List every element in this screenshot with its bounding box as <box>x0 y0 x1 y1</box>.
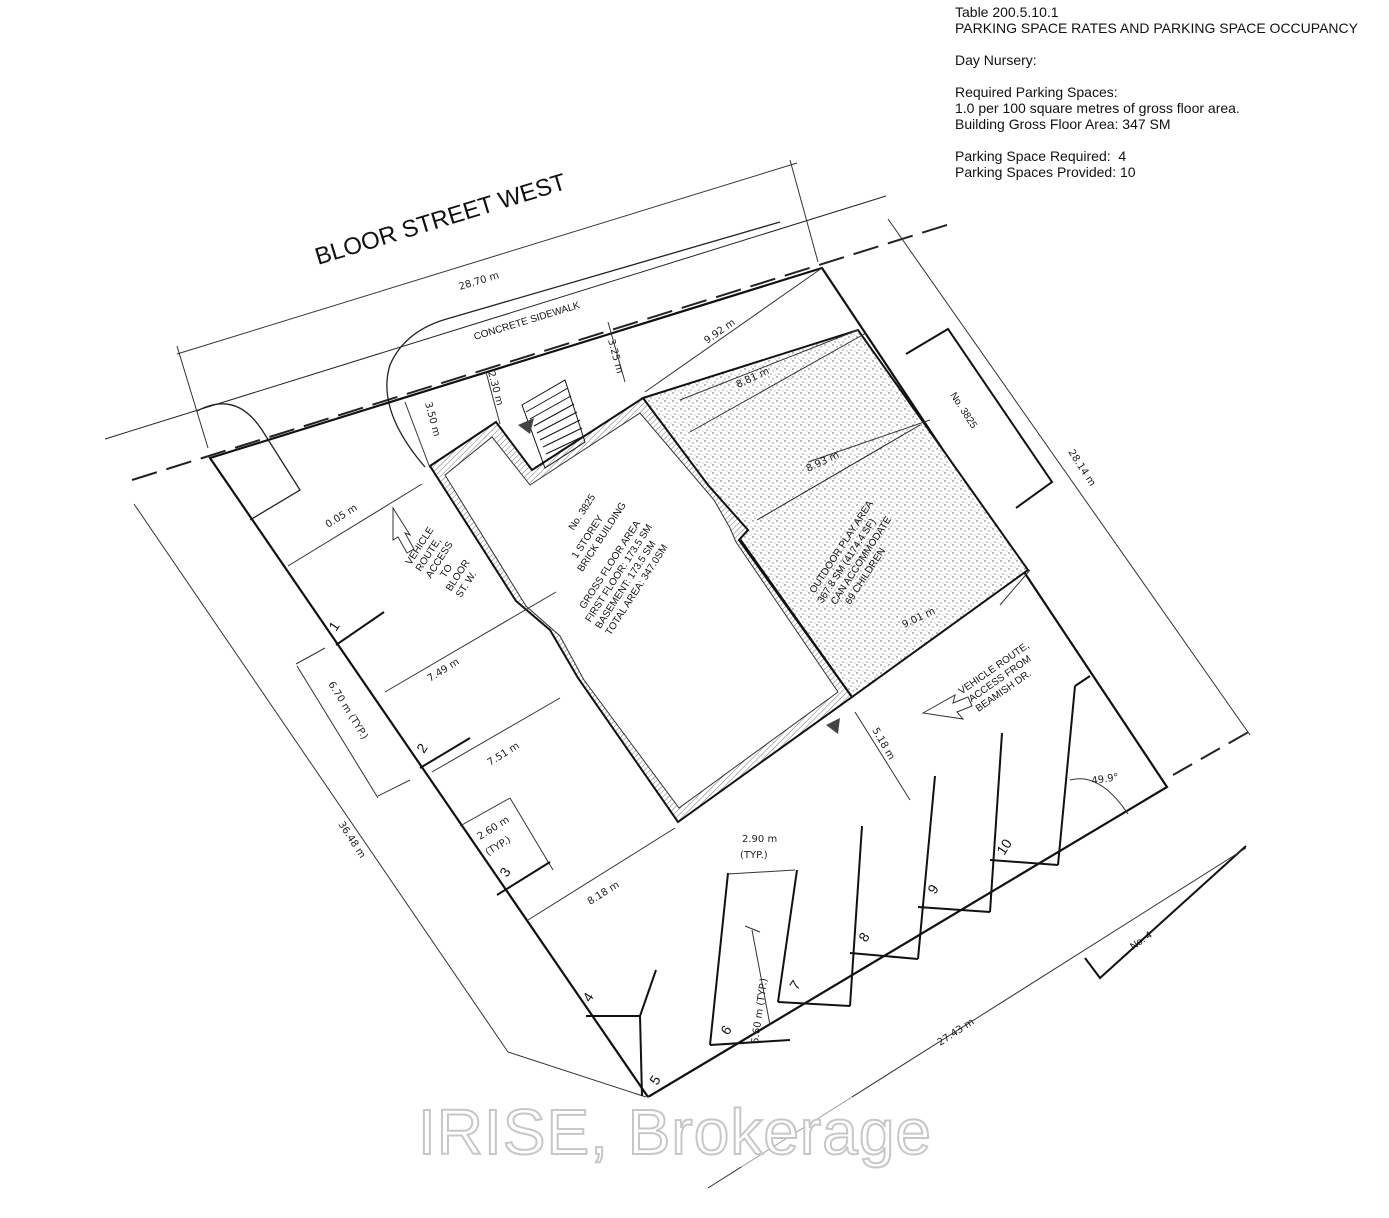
play-area-divider <box>756 424 921 521</box>
dim-6-70: 6.70 m (TYP.) <box>325 680 369 742</box>
arrow-left-icon <box>921 693 973 720</box>
street-name: BLOOR STREET WEST <box>312 169 570 271</box>
property-line-east <box>1172 729 1253 776</box>
angle-arc <box>1069 778 1129 815</box>
lot-outline <box>208 266 1169 1099</box>
table-subtitle: PARKING SPACE RATES AND PARKING SPACE OC… <box>955 20 1358 36</box>
arrow-up-icon <box>392 506 415 554</box>
dim-rear: 27.43 m <box>936 1017 977 1049</box>
table-use: Day Nursery: <box>955 52 1037 68</box>
dim-2-30: 2.30 m <box>485 370 505 407</box>
building-footprint <box>444 412 839 809</box>
parking-stall-lines <box>335 611 1091 1097</box>
parking-space-number: 2 <box>413 740 431 755</box>
dimension-lines <box>133 159 1251 1189</box>
dim-angle: 49.9° <box>1091 772 1120 787</box>
dim-7-51: 7.51 m <box>486 741 522 769</box>
entrance-arrow-icon <box>518 418 534 434</box>
table-title: Table 200.5.10.1 <box>955 4 1059 20</box>
parking-space-number: 4 <box>579 989 597 1004</box>
table-spaces-required: Parking Space Required: 4 <box>955 148 1127 164</box>
table-spaces-provided: Parking Spaces Provided: 10 <box>955 164 1136 180</box>
parking-table-note: Table 200.5.10.1 PARKING SPACE RATES AND… <box>955 4 1358 180</box>
dim-east-side: 28.14 m <box>1065 448 1097 489</box>
neighbour-no4 <box>1084 845 1247 980</box>
outdoor-play-area <box>641 328 1030 699</box>
dim-west-side: 36.48 m <box>335 820 367 861</box>
parking-space-number: 6 <box>717 1022 735 1037</box>
dim-3-50: 3.50 m <box>422 401 442 438</box>
dim-9-92: 9.92 m <box>702 317 737 346</box>
table-rate: 1.0 per 100 square metres of gross floor… <box>955 100 1240 116</box>
parking-space-number: 5 <box>646 1072 664 1087</box>
table-required-heading: Required Parking Spaces: <box>955 84 1118 100</box>
parking-space-number: 10 <box>993 836 1015 858</box>
dim-8-18: 8.18 m <box>586 880 622 908</box>
entrance-arrow-icon <box>826 718 840 734</box>
dim-0-05: 0.05 m <box>324 503 360 531</box>
parking-space-number: 3 <box>496 864 514 879</box>
dim-7-49: 7.49 m <box>426 657 462 685</box>
watermark-text: IRISE, Brokerage <box>417 1095 932 1169</box>
neighbour-3825 <box>905 327 1054 509</box>
parking-space-number: 7 <box>786 977 804 992</box>
street-centerline <box>104 195 887 440</box>
curb-east <box>386 221 781 468</box>
parking-space-number: 9 <box>924 881 942 896</box>
neighbour-label-east: No. 3825 <box>947 391 979 431</box>
parking-space-number: 8 <box>855 929 873 944</box>
stairs <box>521 379 586 469</box>
dim-3-25: 3.25 m <box>605 338 625 375</box>
dim-2-90-typ: (TYP.) <box>740 850 768 861</box>
table-gfa: Building Gross Floor Area: 347 SM <box>955 116 1171 132</box>
dim-2-90: 2.90 m <box>742 834 777 845</box>
dim-frontage: 28.70 m <box>458 270 501 293</box>
watermark: IRISE, Brokerage <box>417 1095 973 1169</box>
curb-west <box>196 403 301 521</box>
